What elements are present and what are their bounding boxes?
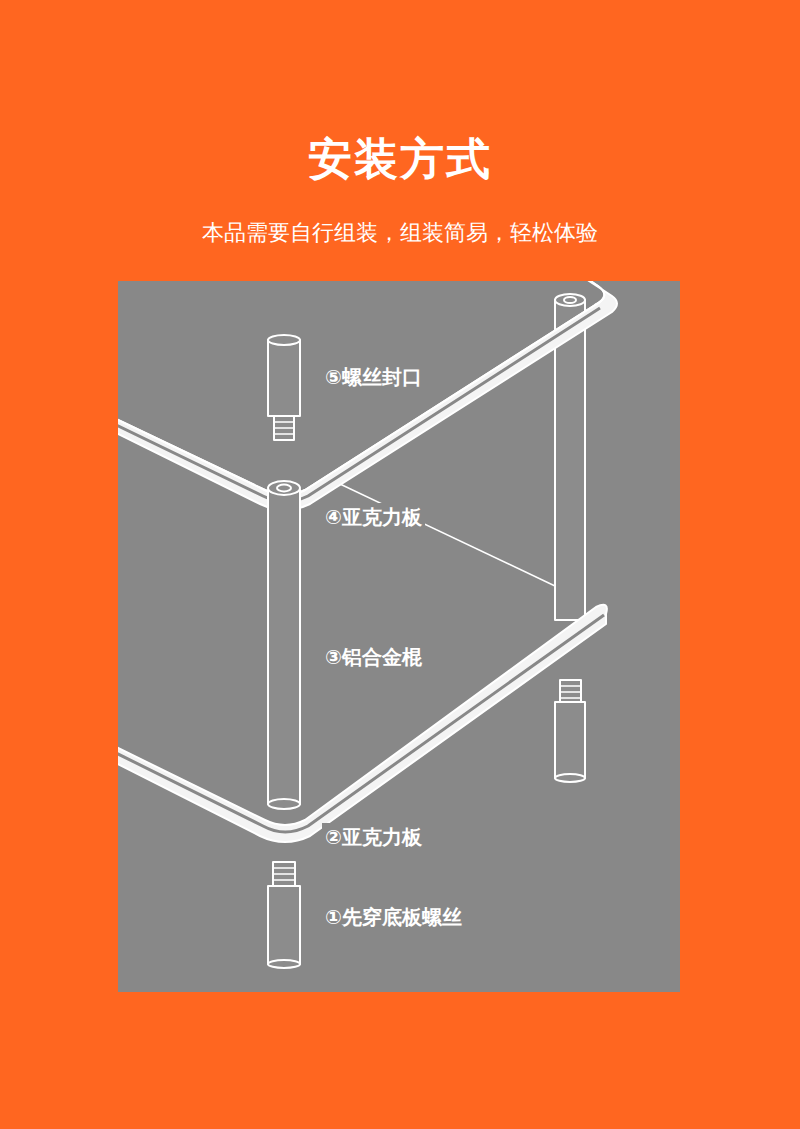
front-screw-bottom <box>268 960 300 968</box>
cap-screw-top <box>268 335 300 345</box>
part-callout: ③铝合金棍 <box>322 643 425 672</box>
cap-thread-lines <box>274 422 294 434</box>
page-title: 安装方式 <box>0 130 800 189</box>
back-rod-top <box>555 294 585 306</box>
part-callout: ⑤螺丝封口 <box>322 363 425 392</box>
top-plate-inner <box>118 308 600 502</box>
back-screw-thread <box>560 680 581 702</box>
bottom-acrylic-plate <box>118 605 607 842</box>
cap-screw-thread <box>274 416 294 440</box>
cap-screw-body <box>268 340 300 416</box>
front-screw-body <box>268 886 300 964</box>
front-rod-bottom <box>268 799 300 809</box>
part-callout: ④亚克力板 <box>322 503 425 532</box>
part-callout: ②亚克力板 <box>322 823 425 852</box>
front-screw-thread <box>273 862 295 886</box>
subtitle: 本品需要自行组装，组装简易，轻松体验 <box>0 218 800 248</box>
back-thread-lines <box>560 686 581 698</box>
back-screw-body <box>555 702 585 778</box>
back-screw-bottom <box>555 774 585 782</box>
bottom-plate-inner <box>118 615 604 832</box>
back-rod <box>555 300 585 620</box>
part-callout: ①先穿底板螺丝 <box>322 903 465 932</box>
top-acrylic-plate <box>118 281 617 510</box>
front-rod-hole <box>277 485 291 492</box>
plate-edge-line <box>340 484 555 586</box>
front-rod-top <box>268 481 300 495</box>
back-rod-hole <box>564 297 576 303</box>
front-thread-lines <box>273 868 295 880</box>
front-rod <box>268 490 300 804</box>
